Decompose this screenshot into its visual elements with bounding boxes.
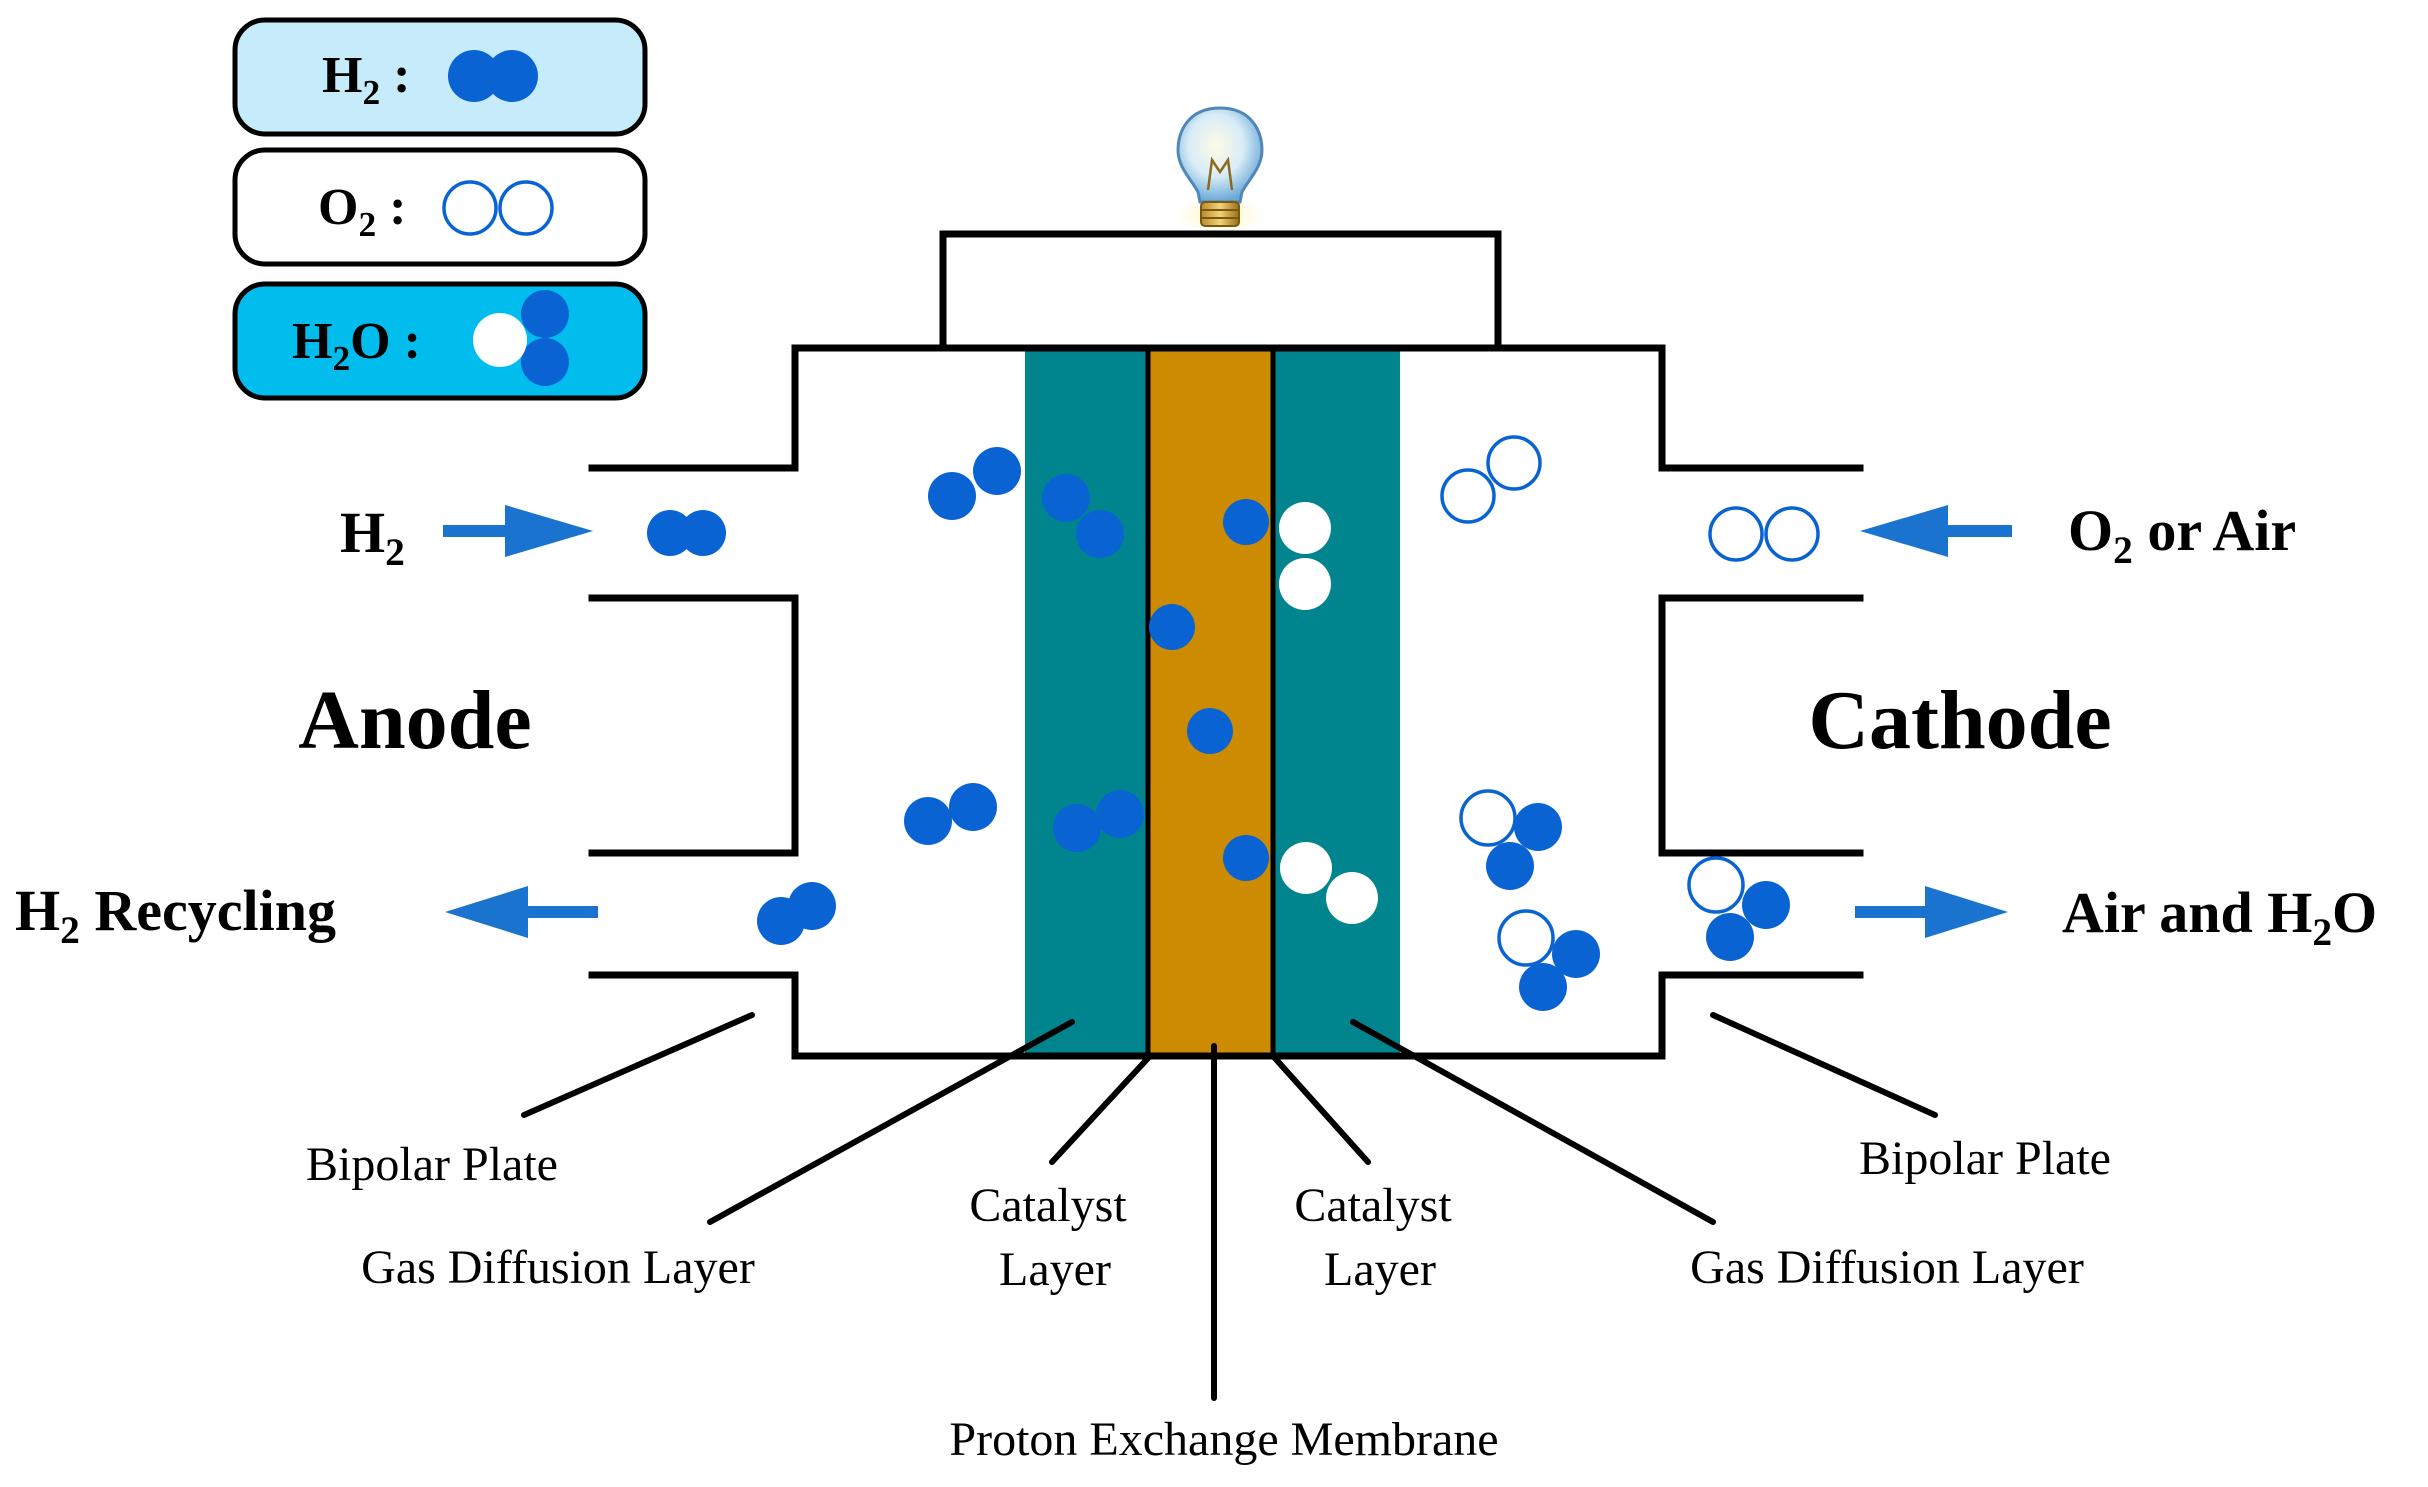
catalyst-layer-right-label-line2: Layer <box>1324 1243 1436 1296</box>
oxygen-molecule-icon <box>1440 435 1542 524</box>
hydrogen-molecule-icon <box>448 50 538 102</box>
bipolar-plate-left-label: Bipolar Plate <box>306 1138 558 1191</box>
oxygen-inlet-arrow-icon <box>1860 505 2012 557</box>
legend-h2o-text: H2O : <box>292 313 421 378</box>
leader-catalyst-right <box>1270 1053 1371 1165</box>
cathode-label: Cathode <box>1808 674 2111 767</box>
legend-h2-box <box>232 17 648 137</box>
catalyst-layer-right-label-line1: Catalyst <box>1294 1179 1452 1232</box>
gas-diffusion-layer-left-label: Gas Diffusion Layer <box>361 1241 755 1294</box>
leader-catalyst-left <box>1049 1053 1153 1165</box>
oxygen-molecule-icon <box>1708 506 1820 562</box>
leader-bipolar-right <box>1710 1012 1938 1118</box>
catalyst-layer-left-label-line2: Layer <box>999 1243 1111 1296</box>
bipolar-plate-bottom <box>588 971 1864 1060</box>
water-molecule-icon <box>1223 835 1378 924</box>
legend-o2-text: O2 : <box>318 179 406 244</box>
water-molecule-icon <box>1459 789 1562 890</box>
legend-o2: O2 : <box>232 147 648 267</box>
h2-inlet-arrow-icon <box>443 505 593 557</box>
leader-gdl-right <box>1350 1019 1716 1225</box>
proton-exchange-membrane <box>1148 348 1273 1056</box>
gas-diffusion-layer-cathode <box>1273 348 1400 1056</box>
anode-label: Anode <box>298 674 531 767</box>
proton-exchange-membrane-label: Proton Exchange Membrane <box>949 1413 1498 1466</box>
air-water-outlet-label: Air and H2O <box>2062 880 2377 954</box>
air-water-outlet-arrow-icon <box>1855 886 2008 938</box>
leader-bipolar-left <box>521 1012 755 1118</box>
catalyst-layer-left-label-line1: Catalyst <box>969 1179 1127 1232</box>
hydrogen-molecule-icon <box>928 447 1021 520</box>
hydrogen-molecule-icon <box>904 783 997 845</box>
h2-inlet-label: H2 <box>340 500 405 574</box>
hydrogen-molecule-icon <box>647 510 726 556</box>
oxygen-inlet-label: O2 or Air <box>2068 498 2296 572</box>
hydrogen-molecule-icon <box>1042 474 1124 558</box>
water-molecule-icon <box>1223 499 1331 610</box>
water-molecule-icon <box>1687 856 1790 961</box>
bipolar-plate-cathode-inner <box>1658 594 1864 857</box>
water-molecule-icon <box>1497 909 1600 1011</box>
external-circuit-wire <box>939 230 1502 352</box>
legend-h2: H2 : <box>232 17 648 137</box>
oxygen-molecule-icon <box>442 180 554 236</box>
water-molecule-icon <box>473 290 569 386</box>
legend-h2o: H2O : <box>232 281 648 401</box>
leader-gdl-left <box>707 1019 1075 1225</box>
gas-diffusion-layer-anode <box>1025 348 1148 1056</box>
h2-recycling-arrow-icon <box>445 886 598 938</box>
legend-o2-box <box>232 147 648 267</box>
bipolar-plate-anode-top <box>588 344 1864 472</box>
gas-diffusion-layer-right-label: Gas Diffusion Layer <box>1690 1241 2084 1294</box>
light-bulb-icon <box>1175 106 1265 235</box>
legend-h2-text: H2 : <box>322 47 410 112</box>
legend: H2 : O2 : H2O : <box>232 17 648 401</box>
proton-icon <box>1187 708 1233 754</box>
proton-icon <box>1149 604 1195 650</box>
bipolar-plate-right-label: Bipolar Plate <box>1859 1132 2111 1185</box>
hydrogen-molecule-icon <box>757 882 836 945</box>
bipolar-plate-anode-inner <box>588 594 799 857</box>
h2-recycling-label: H2 Recycling <box>15 878 336 952</box>
hydrogen-molecule-icon <box>1053 790 1144 852</box>
